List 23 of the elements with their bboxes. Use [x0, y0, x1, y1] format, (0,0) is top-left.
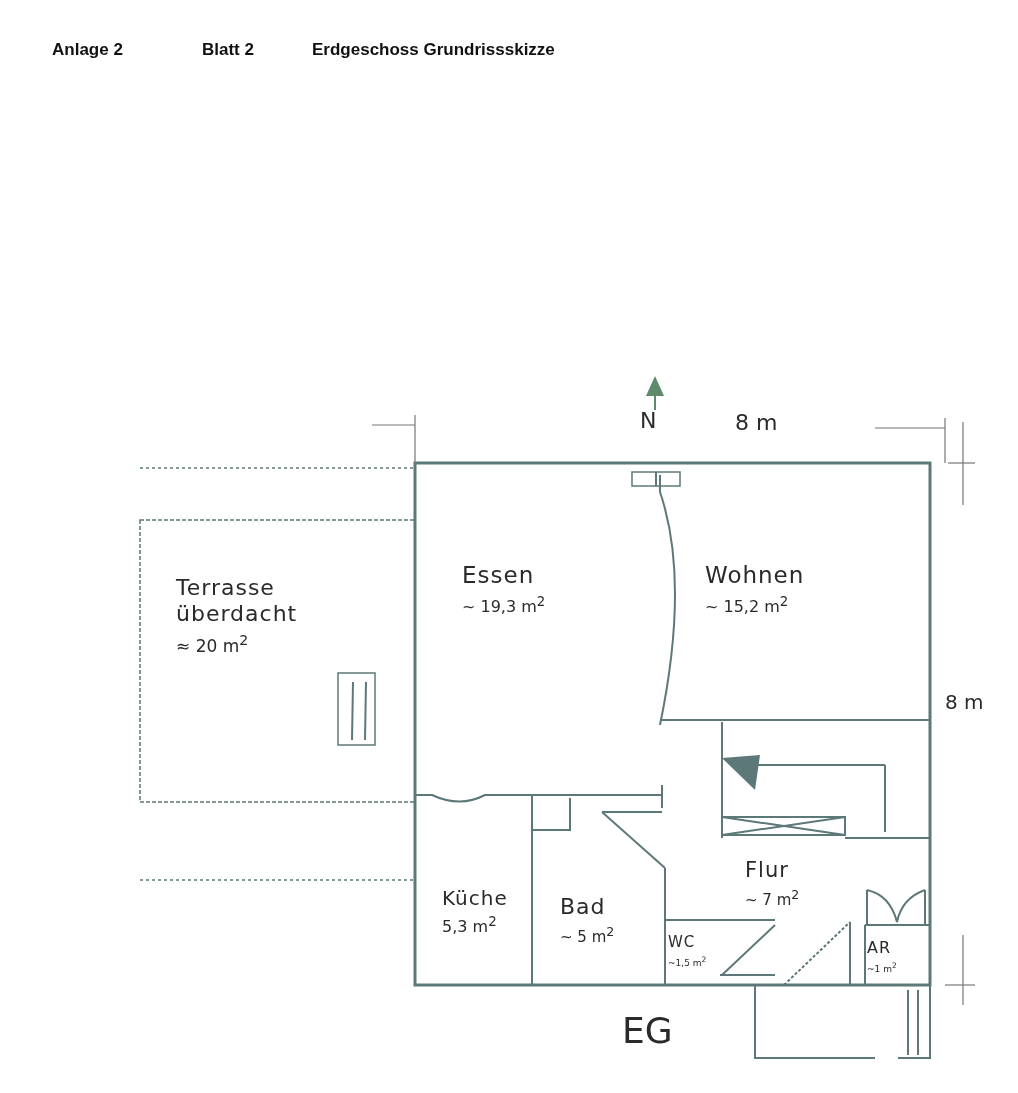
room-name: AR	[867, 938, 892, 958]
room-name: Essen	[462, 562, 535, 590]
room-name: WC	[668, 933, 696, 951]
room-name: Bad	[560, 894, 606, 921]
room-name: Terrasse überdacht	[176, 575, 299, 628]
dimension-label: 8 m	[945, 690, 984, 714]
dimension-label: 8 m	[735, 410, 778, 435]
room-area: ~ 7 m$^{2}$	[745, 887, 800, 910]
floor-label: EG	[622, 1010, 673, 1051]
sheet-label: Blatt 2	[202, 40, 254, 60]
room-name: Küche	[442, 886, 508, 910]
sheet-title: Erdgeschoss Grundrissskizze	[312, 40, 555, 60]
north-label: N	[640, 408, 657, 433]
room-area: ~ 19,3 m$^{2}$	[462, 593, 546, 617]
room-name: Wohnen	[705, 562, 805, 590]
room-area: ≈ 20 m$^{2}$	[176, 631, 249, 656]
room-area: 5,3 m$^{2}$	[442, 914, 497, 937]
room-area: ~ 5 m$^{2}$	[560, 924, 615, 947]
room-area: ~ 15,2 m$^{2}$	[705, 593, 789, 617]
room-name: Flur	[745, 858, 789, 884]
room-area: ~1,5 m$^{2}$	[668, 955, 707, 969]
sheet-label: Anlage 2	[52, 40, 123, 60]
room-area: ~1 m$^{2}$	[867, 961, 897, 975]
